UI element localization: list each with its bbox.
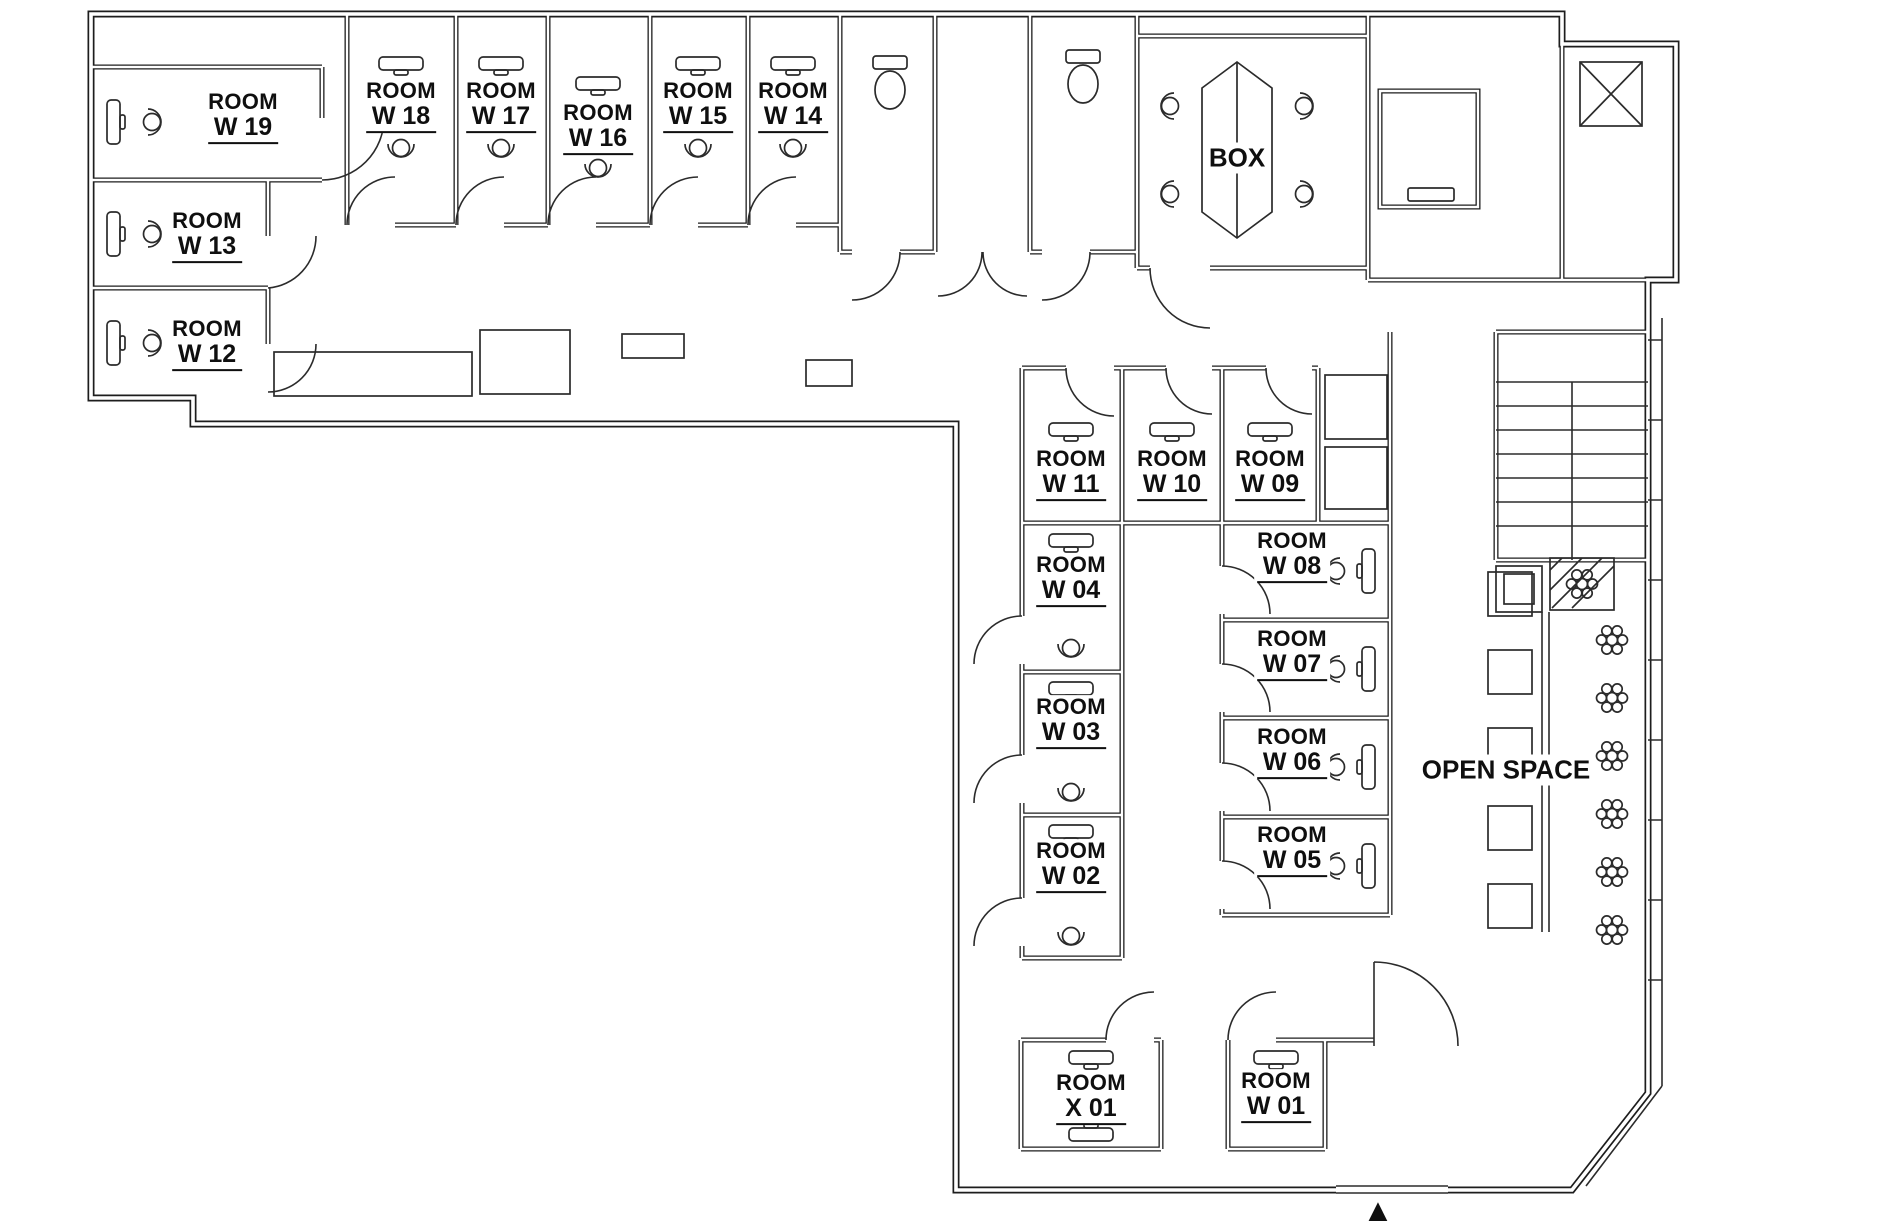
room-name: ROOM <box>466 78 536 104</box>
plant-icon <box>1595 799 1629 829</box>
room-name: ROOM <box>1257 822 1327 848</box>
outer-walls <box>87 10 1680 1194</box>
workstation-icon <box>1149 422 1195 442</box>
plant-icon <box>1595 625 1629 655</box>
room-name: ROOM <box>1257 528 1327 554</box>
workstation-icon <box>106 211 162 257</box>
workstation-icon <box>106 320 162 366</box>
room-number: W 18 <box>366 102 436 133</box>
room-name: ROOM <box>1036 838 1106 864</box>
room-number: W 10 <box>1137 470 1207 501</box>
room-name: ROOM <box>758 78 828 104</box>
room-name: ROOM <box>1036 446 1106 472</box>
furniture <box>106 49 1663 1187</box>
seat <box>1487 805 1533 851</box>
room-name: ROOM <box>1036 552 1106 578</box>
room-number: W 05 <box>1257 846 1327 877</box>
room-number: W 16 <box>563 124 633 155</box>
room-number: W 01 <box>1241 1092 1311 1123</box>
seat <box>1487 883 1533 929</box>
room-name: ROOM <box>366 78 436 104</box>
elevator-icon <box>1579 61 1643 127</box>
workstation-icon <box>1253 1050 1299 1070</box>
room-number: W 07 <box>1257 650 1327 681</box>
interior-walls <box>89 12 1678 1192</box>
workstation-icon <box>1326 548 1376 594</box>
room-number: W 11 <box>1036 470 1106 501</box>
room-name: ROOM <box>1056 1070 1126 1096</box>
entrance-opening <box>1336 1181 1448 1199</box>
seat <box>1487 571 1533 617</box>
room-number: W 13 <box>172 232 242 263</box>
plant-icon <box>1595 683 1629 713</box>
room-number: W 02 <box>1036 862 1106 893</box>
room-name: ROOM <box>1036 694 1106 720</box>
sink <box>1495 565 1543 613</box>
stairs <box>1496 381 1648 560</box>
toilet-icon <box>872 55 908 110</box>
shelf <box>1324 374 1388 510</box>
plant-icon <box>1595 915 1629 945</box>
workstation-icon <box>1326 646 1376 692</box>
room-number: W 06 <box>1257 748 1327 779</box>
room-number: W 12 <box>172 340 242 371</box>
room-number: W 03 <box>1036 718 1106 749</box>
cabinet <box>273 329 853 397</box>
room-number: W 09 <box>1235 470 1305 501</box>
workstation-icon <box>1247 422 1293 442</box>
open-space-label: OPEN SPACE <box>1418 754 1594 786</box>
workstation-icon <box>1048 422 1094 442</box>
room-name: ROOM <box>563 100 633 126</box>
plant-icon <box>1595 857 1629 887</box>
room-number: W 08 <box>1257 552 1327 583</box>
plant-icon <box>1595 741 1629 771</box>
room-name: ROOM <box>208 89 278 115</box>
room-number: W 14 <box>758 102 828 133</box>
planter <box>1549 557 1615 611</box>
room-name: ROOM <box>1257 626 1327 652</box>
entrance-marker-icon: ▲ <box>1362 1192 1394 1228</box>
room-name: ROOM <box>1235 446 1305 472</box>
room-number: X 01 <box>1056 1094 1126 1125</box>
toilet-icon <box>1065 49 1101 104</box>
workstation-icon <box>106 99 162 145</box>
room-name: ROOM <box>172 316 242 342</box>
room-name: ROOM <box>1257 724 1327 750</box>
workstation-icon <box>1326 843 1376 889</box>
room-name: ROOM <box>663 78 733 104</box>
workstation-icon <box>1326 744 1376 790</box>
room-name: ROOM <box>172 208 242 234</box>
room-number: W 19 <box>208 113 278 144</box>
balcony <box>1585 318 1663 1187</box>
room-name: ROOM <box>1137 446 1207 472</box>
box-room-label: BOX <box>1205 142 1269 174</box>
desk-icon <box>1407 187 1455 202</box>
room-number: W 17 <box>466 102 536 133</box>
seat <box>1487 649 1533 695</box>
room-number: W 04 <box>1036 576 1106 607</box>
room-number: W 15 <box>663 102 733 133</box>
room-name: ROOM <box>1241 1068 1311 1094</box>
